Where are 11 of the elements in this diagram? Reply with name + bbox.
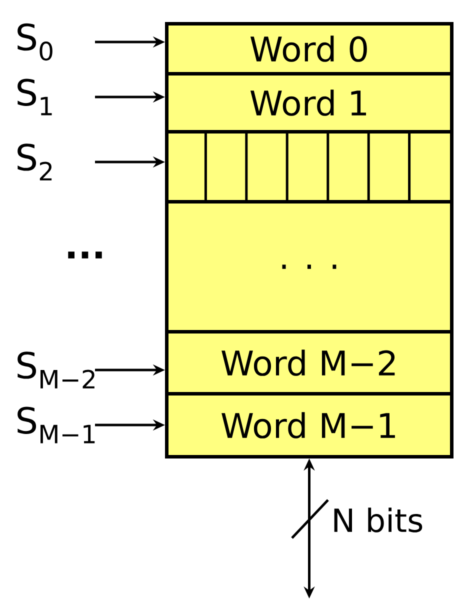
select-label: S$_{1}$ <box>18 78 52 116</box>
ellipsis-label: ... <box>68 252 102 258</box>
select-label: S$_{0}$ <box>18 23 52 61</box>
select-label: S$_{M−2}$ <box>18 352 94 388</box>
memory-word-box: Word 1 <box>165 72 454 134</box>
memory-word-box: Word M−2 <box>165 330 454 396</box>
select-label: S$_{M−1}$ <box>18 406 95 444</box>
memory-word-box: Word M−1 <box>165 392 454 458</box>
select-label: S$_{2}$ <box>18 144 52 180</box>
memory-word-box: Word 0 <box>165 22 454 76</box>
edge-label: N bits <box>334 508 422 532</box>
